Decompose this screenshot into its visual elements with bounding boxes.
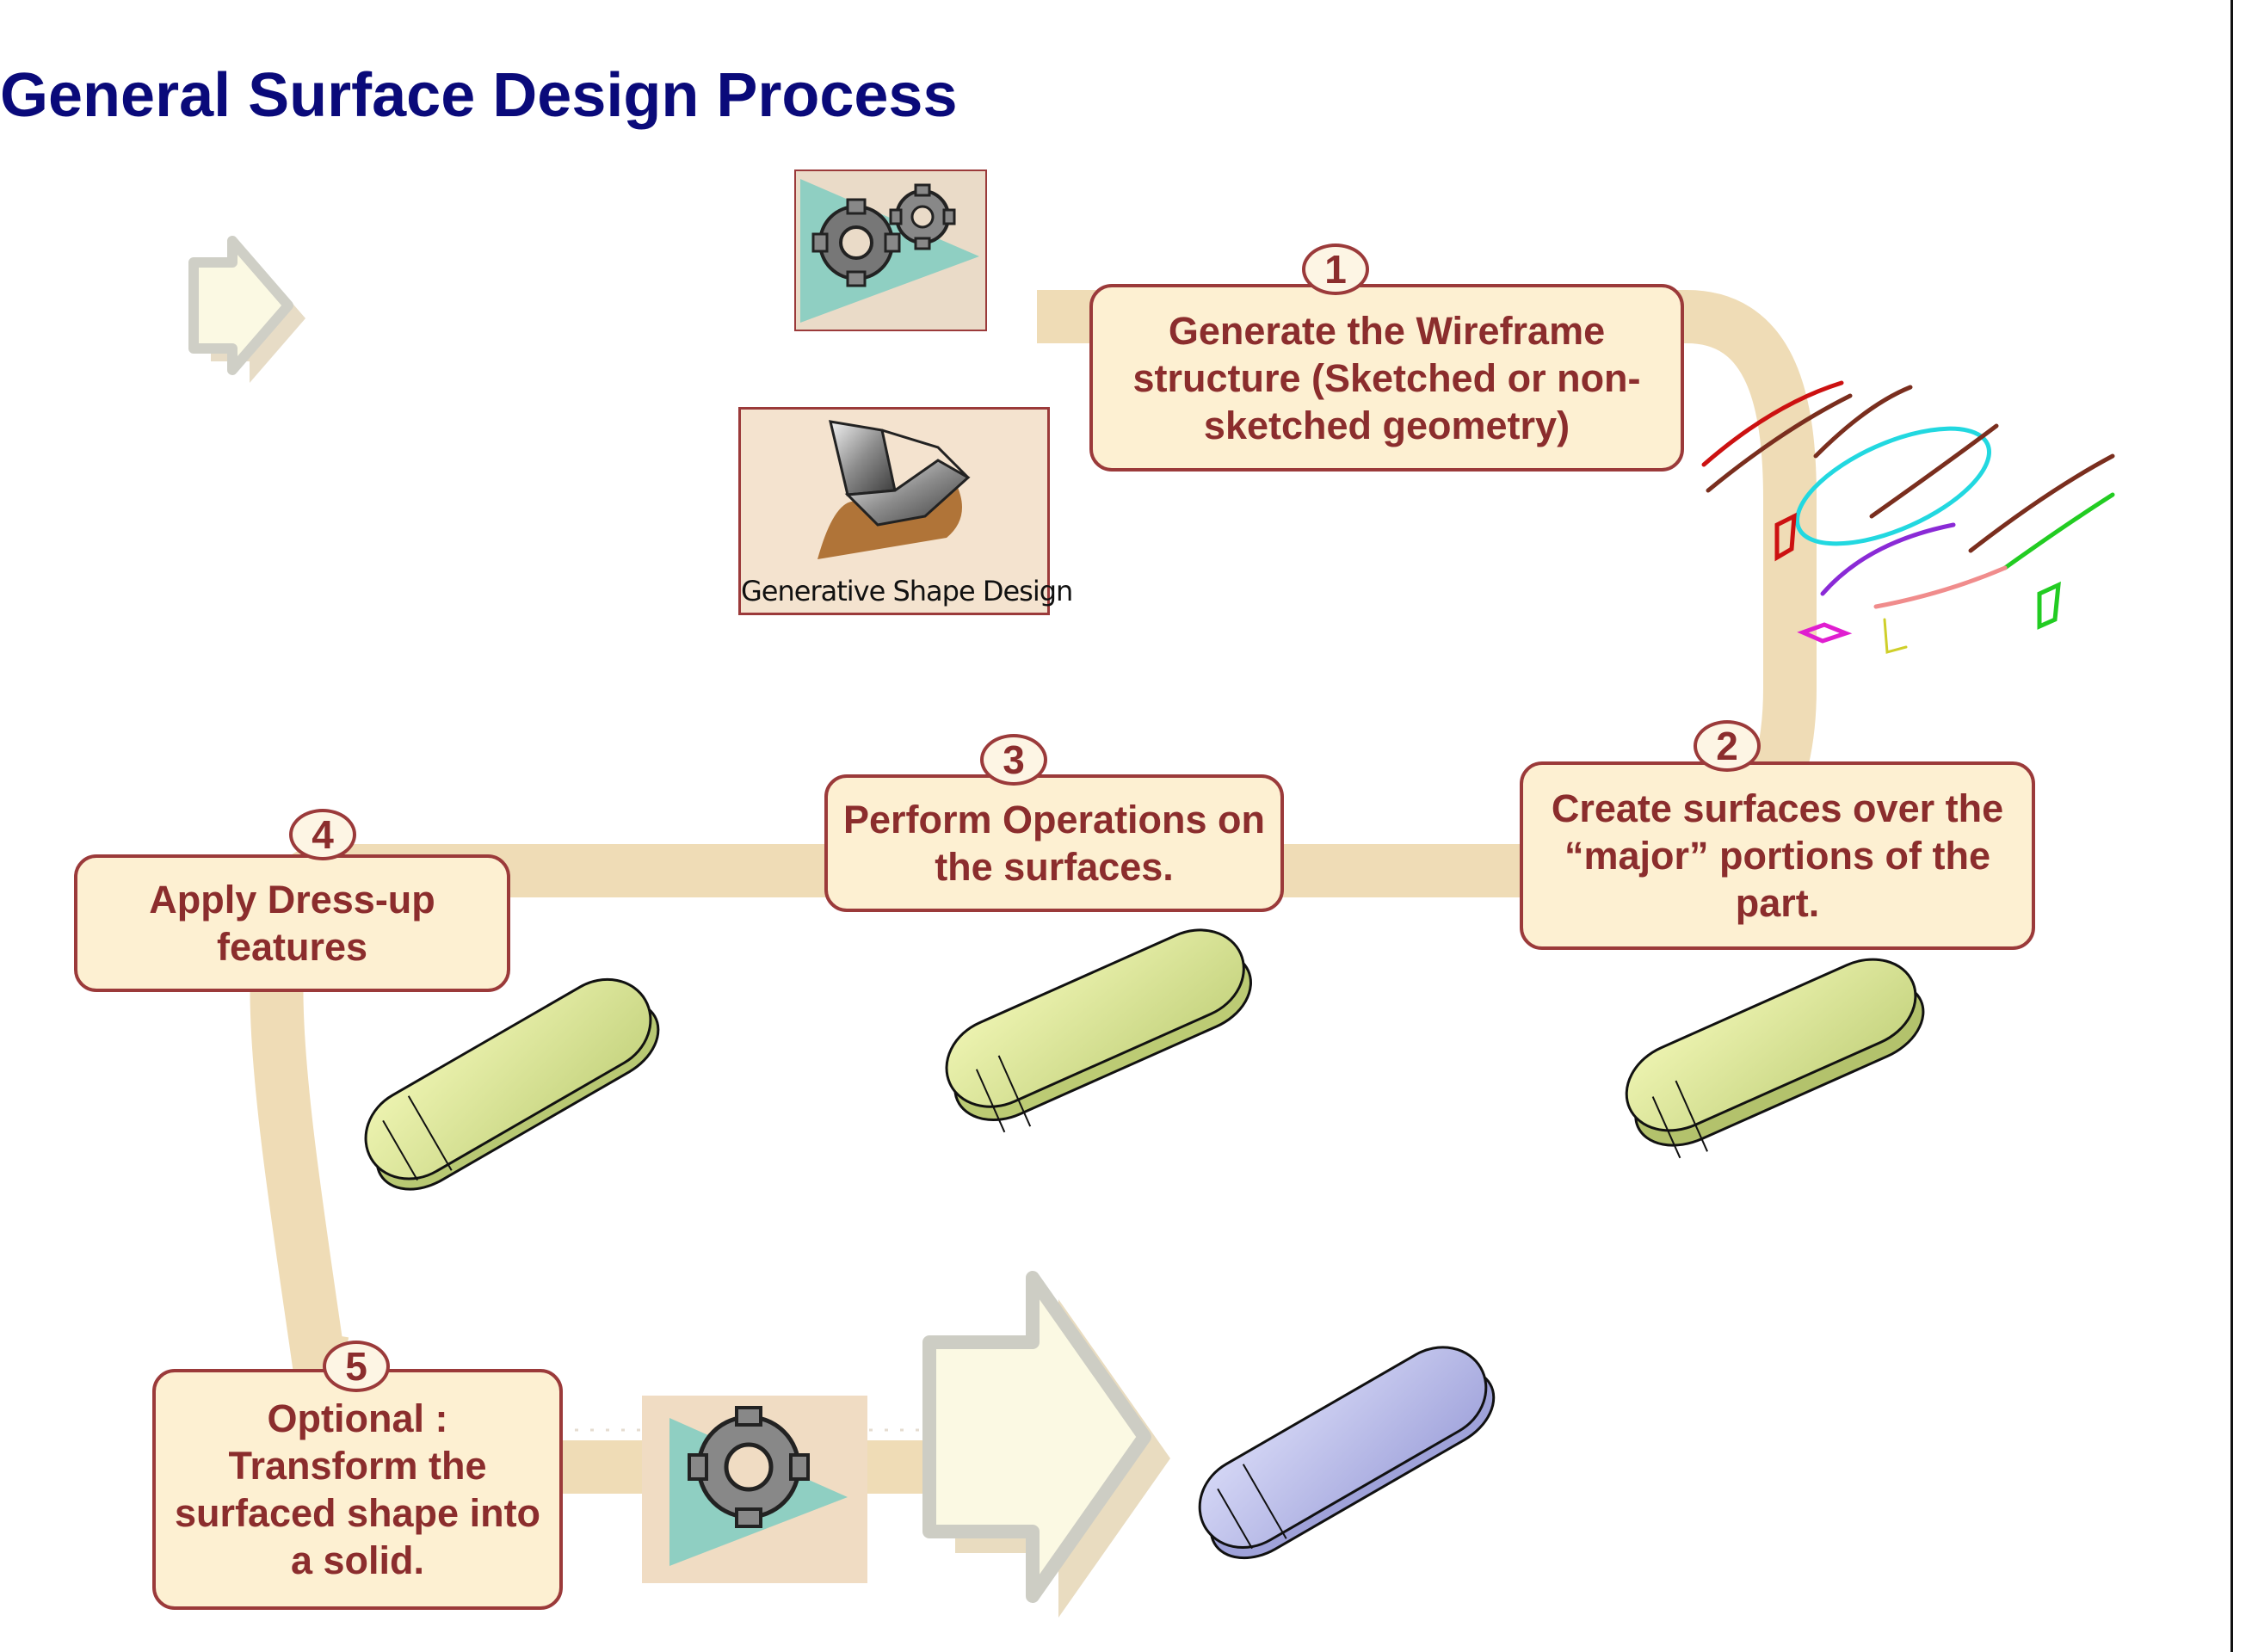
surface-part (364, 977, 660, 1191)
step-2-box: Create surfaces over the “major” portion… (1520, 761, 2035, 950)
page-title: General Surface Design Process (0, 61, 958, 130)
step-2-text: Create surfaces over the “major” portion… (1551, 786, 2004, 925)
arrow-icon (922, 1271, 1170, 1618)
step-5-badge: 5 (323, 1341, 390, 1392)
step-5-box: Optional : Transform the surfaced shape … (152, 1369, 563, 1610)
surface-part (945, 928, 1252, 1133)
step-5-text: Optional : Transform the surfaced shape … (174, 1396, 541, 1582)
step-4-badge: 4 (289, 809, 356, 860)
surface-part (1625, 958, 1925, 1159)
gear-icon (642, 1396, 867, 1583)
step-3-badge: 3 (980, 734, 1047, 786)
step-4-text: Apply Dress-up features (149, 878, 435, 969)
generative-shape-design-tile[interactable]: Generative Shape Design (739, 408, 1073, 614)
gears-icon (794, 170, 987, 331)
step-3-box: Perform Operations on the surfaces. (824, 774, 1284, 912)
wireframe-icon (1701, 380, 2115, 654)
step-1-box: Generate the Wireframe structure (Sketch… (1089, 284, 1684, 472)
step-4-box: Apply Dress-up features (74, 854, 510, 992)
step-1-badge: 1 (1302, 243, 1369, 295)
generative-shape-design-icon (738, 407, 1050, 615)
right-border (2230, 0, 2233, 1652)
step-2-badge: 2 (1694, 720, 1761, 772)
step-1-text: Generate the Wireframe structure (Sketch… (1132, 308, 1641, 447)
generative-shape-design-label: Generative Shape Design (741, 575, 1073, 607)
solid-part (1198, 1346, 1496, 1560)
step-3-text: Perform Operations on the surfaces. (842, 798, 1266, 889)
arrow-icon (188, 236, 305, 383)
